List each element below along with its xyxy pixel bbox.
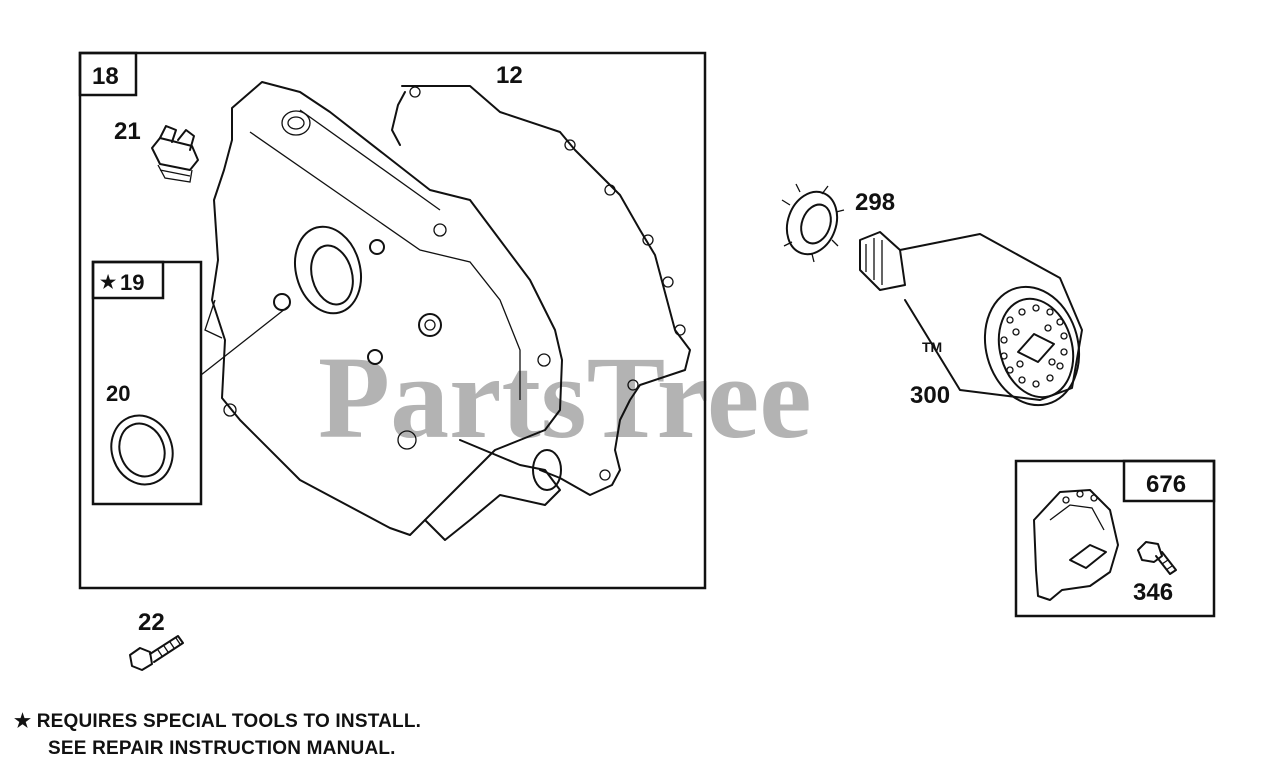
callout-box-676 xyxy=(1122,459,1216,503)
group-box-18 xyxy=(78,51,707,590)
muffler-part-300 xyxy=(859,231,1083,407)
callout-676: 676 xyxy=(1146,471,1186,498)
callout-12: 12 xyxy=(496,62,523,89)
footnote-text-2: SEE REPAIR INSTRUCTION MANUAL. xyxy=(48,738,396,759)
footnote-line-1: ★ REQUIRES SPECIAL TOOLS TO INSTALL. xyxy=(14,710,421,733)
callout-300: 300 xyxy=(910,382,950,409)
muffler-guard-part-676 xyxy=(1033,489,1119,601)
callout-box-18 xyxy=(78,51,138,97)
callout-346: 346 xyxy=(1133,579,1173,606)
callout-18: 18 xyxy=(92,63,119,90)
screw-part-346 xyxy=(1137,541,1177,575)
leader-line-seal xyxy=(200,304,291,376)
watermark-text: PartsTree xyxy=(318,332,812,463)
callout-298: 298 xyxy=(855,189,895,216)
callout-19: 19 xyxy=(120,270,144,295)
callout-22: 22 xyxy=(138,609,165,636)
footnote-text-1: REQUIRES SPECIAL TOOLS TO INSTALL. xyxy=(36,711,422,732)
callout-21: 21 xyxy=(114,118,141,145)
footnote-star: ★ xyxy=(14,711,32,732)
callout-20: 20 xyxy=(106,381,130,406)
crankcase-cover xyxy=(204,81,563,541)
group-box-676 xyxy=(1014,459,1216,618)
oil-plug-part-21 xyxy=(151,125,199,183)
gasket-part-12 xyxy=(391,85,691,496)
lock-nut-part-298 xyxy=(781,183,845,263)
watermark-tm: TM xyxy=(922,339,942,355)
callout-box-19 xyxy=(91,260,165,300)
callout-19-star: ★ xyxy=(100,272,117,292)
footnote-line-2: SEE REPAIR INSTRUCTION MANUAL. xyxy=(48,738,396,760)
bolt-part-22 xyxy=(129,635,184,671)
oil-seal-part-20 xyxy=(110,414,174,486)
